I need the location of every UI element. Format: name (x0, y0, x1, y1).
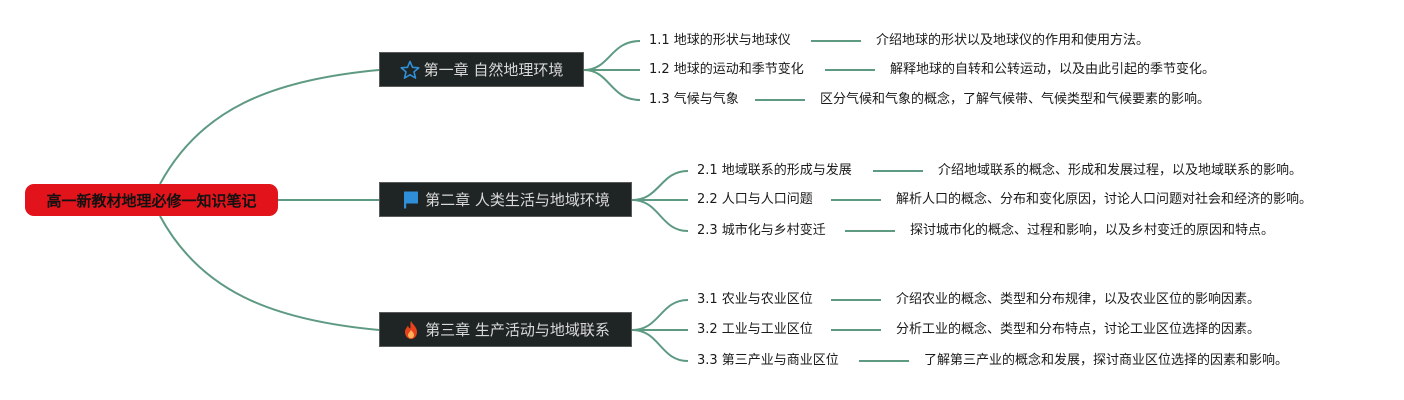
section-node-3-3[interactable]: 3.3 第三产业与商业区位 (697, 353, 839, 368)
section-node-2-3[interactable]: 2.3 城市化与乡村变迁 (697, 223, 826, 238)
section-node-2-1[interactable]: 2.1 地域联系的形成与发展 (697, 163, 852, 178)
link-ch1-s3 (583, 69, 641, 101)
star-icon (400, 60, 420, 80)
chapter-title: 第一章 自然地理环境 (423, 61, 564, 79)
section-desc-1-1: 介绍地球的形状以及地球仪的作用和使用方法。 (876, 33, 1150, 48)
section-desc-3-2: 分析工业的概念、类型和分布特点，讨论工业区位选择的因素。 (896, 322, 1261, 337)
section-node-2-2[interactable]: 2.2 人口与人口问题 (697, 192, 813, 207)
chapter-node-2[interactable]: 第二章 人类生活与地域环境 (379, 182, 632, 217)
section-node-1-1[interactable]: 1.1 地球的形状与地球仪 (649, 33, 791, 48)
section-desc-1-2: 解释地球的自转和公转运动，以及由此引起的季节变化。 (890, 62, 1216, 77)
link-ch3-s1 (631, 299, 689, 331)
link-ch1-s1 (583, 40, 641, 71)
fire-icon (401, 320, 421, 340)
section-node-1-2[interactable]: 1.2 地球的运动和季节变化 (649, 62, 804, 77)
flag-icon (401, 190, 421, 210)
section-desc-2-2: 解析人口的概念、分布和变化原因，讨论人口问题对社会和经济的影响。 (896, 192, 1313, 207)
link-ch3-s3 (631, 329, 689, 362)
section-desc-2-3: 探讨城市化的概念、过程和影响，以及乡村变迁的原因和特点。 (910, 223, 1275, 238)
root-node[interactable]: 高一新教材地理必修一知识笔记 (25, 184, 278, 216)
link-root-ch3 (159, 215, 380, 331)
chapter-node-1[interactable]: 第一章 自然地理环境 (379, 52, 584, 87)
section-desc-1-3: 区分气候和气象的概念，了解气候带、气候类型和气候要素的影响。 (820, 92, 1211, 107)
chapter-title: 第二章 人类生活与地域环境 (425, 191, 610, 209)
section-desc-2-1: 介绍地域联系的概念、形成和发展过程，以及地域联系的影响。 (938, 163, 1303, 178)
section-node-1-3[interactable]: 1.3 气候与气象 (649, 92, 739, 107)
section-desc-3-1: 介绍农业的概念、类型和分布规律，以及农业区位的影响因素。 (896, 292, 1261, 307)
link-ch2-s3 (631, 199, 689, 232)
link-ch2-s1 (631, 170, 689, 201)
section-node-3-2[interactable]: 3.2 工业与工业区位 (697, 322, 813, 337)
link-root-ch1 (159, 69, 380, 185)
chapter-node-3[interactable]: 第三章 生产活动与地域联系 (379, 312, 632, 347)
root-title: 高一新教材地理必修一知识笔记 (46, 191, 257, 210)
section-desc-3-3: 了解第三产业的概念和发展，探讨商业区位选择的因素和影响。 (924, 353, 1289, 368)
chapter-title: 第三章 生产活动与地域联系 (425, 321, 610, 339)
section-node-3-1[interactable]: 3.1 农业与农业区位 (697, 292, 813, 307)
